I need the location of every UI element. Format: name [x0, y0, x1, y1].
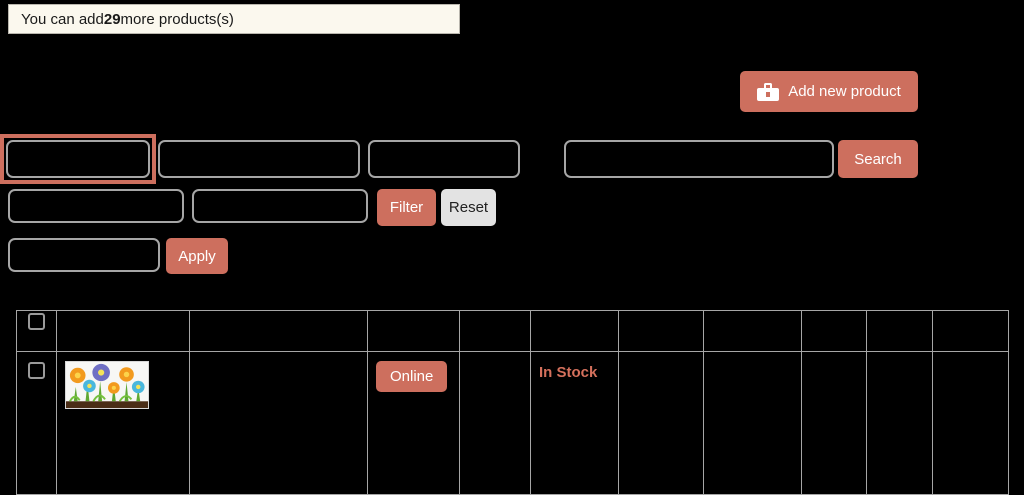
status-badge[interactable]: Online — [376, 361, 448, 392]
flower-garden-thumbnail — [65, 361, 149, 409]
notice-count: 29 — [103, 10, 121, 28]
add-new-product-button[interactable]: Add new product — [740, 71, 918, 112]
row-cell-nine — [866, 351, 933, 495]
product-price — [460, 352, 530, 370]
filter-button[interactable]: Filter — [377, 189, 436, 226]
row-status-cell: Online — [367, 351, 460, 495]
column-header-price[interactable] — [459, 310, 531, 352]
row-price-cell — [459, 351, 531, 495]
table-header-row — [16, 310, 1009, 352]
apply-button-label: Apply — [178, 247, 216, 265]
filter-category-input[interactable] — [368, 140, 520, 178]
row-cell-six — [618, 351, 704, 495]
filter-range-to-input[interactable] — [158, 140, 360, 178]
row-cell-seven — [703, 351, 802, 495]
filter-secondary-b-input[interactable] — [192, 189, 368, 223]
column-header-eight[interactable] — [801, 310, 867, 352]
column-header-six[interactable] — [618, 310, 704, 352]
row-stock-cell: In Stock — [530, 351, 619, 495]
filter-tertiary-input[interactable] — [8, 238, 160, 272]
stock-status: In Stock — [539, 364, 598, 381]
notice-suffix: more products(s) — [120, 10, 234, 28]
row-image-cell — [56, 351, 190, 495]
column-header-image[interactable] — [56, 310, 190, 352]
table-row: Online In Stock — [16, 351, 1009, 495]
products-table: Online In Stock — [16, 310, 1009, 495]
product-limit-notice: You can add 29 more products(s) — [8, 4, 460, 34]
checkbox-unchecked-icon[interactable] — [28, 313, 45, 330]
product-name — [190, 352, 367, 370]
notice-prefix: You can add — [21, 10, 104, 28]
filter-button-label: Filter — [389, 199, 424, 216]
filter-range-from-input[interactable] — [6, 140, 150, 178]
select-all-header — [16, 310, 57, 352]
column-header-status[interactable] — [367, 310, 460, 352]
column-header-stock[interactable] — [530, 310, 619, 352]
column-header-ten[interactable] — [932, 310, 1009, 352]
reset-button[interactable]: Reset — [441, 189, 496, 226]
checkbox-unchecked-icon[interactable] — [28, 362, 45, 379]
apply-button[interactable]: Apply — [166, 238, 228, 274]
reset-button-label: Reset — [448, 199, 489, 216]
filter-secondary-a-input[interactable] — [8, 189, 184, 223]
briefcase-icon — [757, 82, 780, 101]
row-cell-ten — [932, 351, 1009, 495]
column-header-seven[interactable] — [703, 310, 802, 352]
row-select-cell — [16, 351, 57, 495]
add-new-product-label: Add new product — [788, 83, 901, 100]
row-cell-eight — [801, 351, 867, 495]
search-input[interactable] — [564, 140, 834, 178]
column-header-name[interactable] — [189, 310, 368, 352]
column-header-nine[interactable] — [866, 310, 933, 352]
search-button-label: Search — [854, 150, 902, 168]
row-name-cell — [189, 351, 368, 495]
search-button[interactable]: Search — [838, 140, 918, 178]
